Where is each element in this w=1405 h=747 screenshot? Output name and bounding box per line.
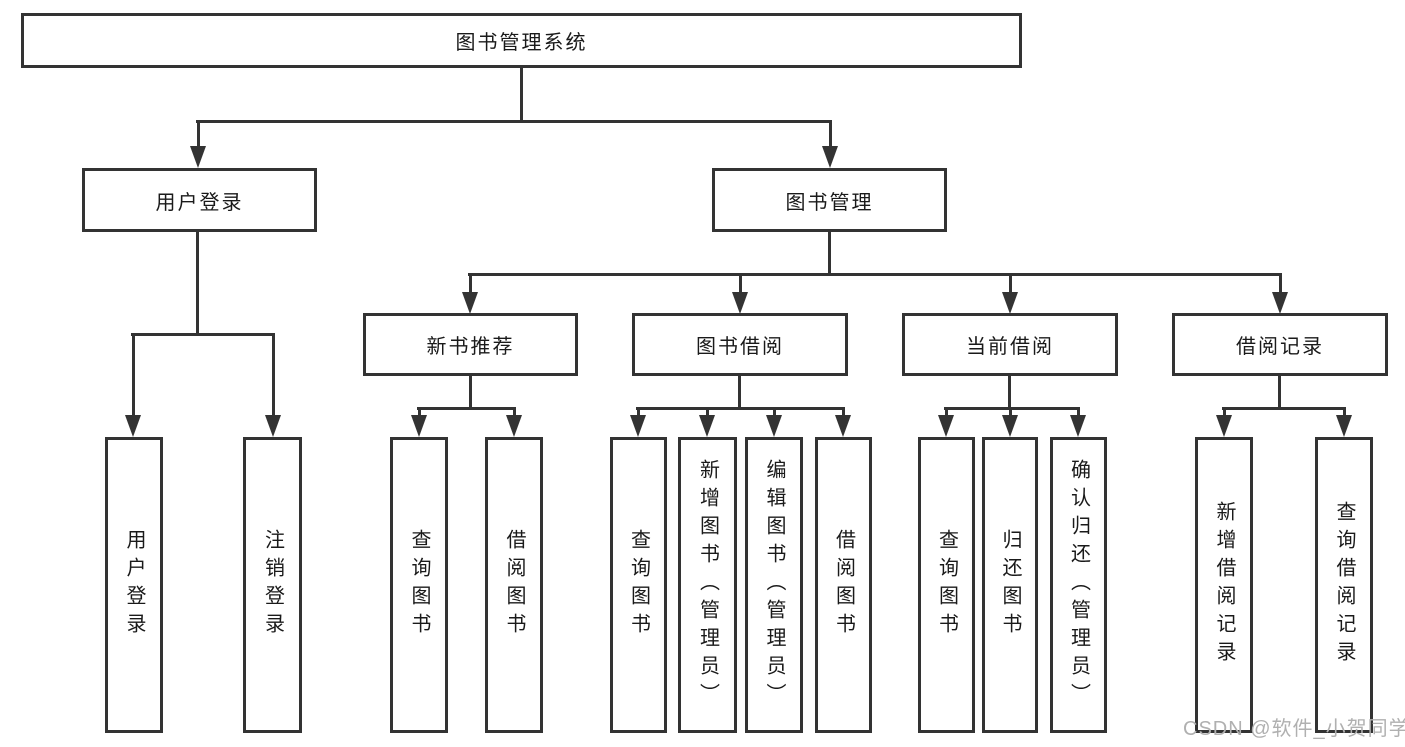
node-borrowing-records-label: 借阅记录 [1236, 336, 1324, 358]
arrow-down-icon [835, 415, 851, 437]
node-book-borrowing-label: 图书借阅 [696, 336, 784, 358]
connector-line [132, 333, 135, 417]
connector-line [1223, 407, 1226, 417]
arrow-down-icon [938, 415, 954, 437]
leaf-edit-books-admin: 编辑图书（管理员） [745, 437, 803, 733]
leaf-confirm-return-admin-label: 确认归还（管理员） [1067, 459, 1090, 711]
node-book-borrowing: 图书借阅 [632, 313, 848, 376]
connector-line [469, 376, 472, 409]
node-borrowing-records: 借阅记录 [1172, 313, 1388, 376]
arrow-down-icon [1002, 415, 1018, 437]
arrow-down-icon [125, 415, 141, 437]
arrow-down-icon [630, 415, 646, 437]
leaf-add-books-admin-label: 新增图书（管理员） [696, 459, 719, 711]
csdn-watermark: CSDN @软件_小贺同学 [1183, 718, 1405, 740]
arrow-down-icon [699, 415, 715, 437]
arrow-down-icon [1070, 415, 1086, 437]
node-new-book-recommend: 新书推荐 [363, 313, 578, 376]
leaf-user-login: 用户登录 [105, 437, 163, 733]
leaf-query-borrow-record-label: 查询借阅记录 [1333, 501, 1355, 669]
connector-line [417, 407, 516, 410]
connector-line [1009, 407, 1012, 417]
leaf-logout-label: 注销登录 [261, 529, 284, 641]
arrow-down-icon [190, 146, 206, 168]
node-current-borrowing: 当前借阅 [902, 313, 1118, 376]
leaf-add-borrow-record-label: 新增借阅记录 [1213, 501, 1235, 669]
node-new-book-recommend-label: 新书推荐 [426, 336, 515, 358]
connector-line [513, 407, 516, 417]
leaf-borrowing-query-books: 查询图书 [610, 437, 667, 733]
connector-line [196, 232, 199, 336]
connector-line [197, 120, 200, 148]
connector-line [739, 273, 742, 295]
connector-line [829, 120, 832, 148]
leaf-recommend-borrow-books: 借阅图书 [485, 437, 543, 733]
node-user-login-label: 用户登录 [155, 191, 244, 214]
arrow-down-icon [462, 292, 478, 314]
leaf-borrowing-borrow-books: 借阅图书 [815, 437, 872, 733]
leaf-borrowing-borrow-books-label: 借阅图书 [832, 529, 855, 641]
connector-line [1343, 407, 1346, 417]
leaf-return-books-label: 归还图书 [999, 529, 1021, 641]
node-book-management-label: 图书管理 [785, 191, 874, 214]
arrow-down-icon [822, 146, 838, 168]
connector-line [637, 407, 640, 417]
connector-line [272, 333, 275, 417]
node-root-system: 图书管理系统 [21, 13, 1022, 68]
leaf-confirm-return-admin: 确认归还（管理员） [1050, 437, 1107, 733]
arrow-down-icon [265, 415, 281, 437]
leaf-edit-books-admin-label: 编辑图书（管理员） [763, 459, 785, 711]
connector-line [418, 407, 421, 417]
leaf-query-borrow-record: 查询借阅记录 [1315, 437, 1373, 733]
connector-line [468, 273, 1282, 276]
leaf-current-query-books-label: 查询图书 [935, 529, 958, 641]
node-current-borrowing-label: 当前借阅 [966, 336, 1054, 358]
leaf-current-query-books: 查询图书 [918, 437, 975, 733]
connector-line [945, 407, 948, 417]
connector-line [828, 232, 831, 275]
leaf-user-login-label: 用户登录 [123, 529, 145, 641]
connector-line [1222, 407, 1346, 410]
connector-line [842, 407, 845, 417]
arrow-down-icon [1216, 415, 1232, 437]
node-user-login: 用户登录 [82, 168, 317, 232]
leaf-borrowing-query-books-label: 查询图书 [627, 529, 650, 641]
leaf-add-borrow-record: 新增借阅记录 [1195, 437, 1253, 733]
arrow-down-icon [1002, 292, 1018, 314]
connector-line [469, 273, 472, 295]
connector-line [196, 120, 832, 123]
leaf-recommend-query-books-label: 查询图书 [408, 529, 430, 641]
leaf-logout: 注销登录 [243, 437, 302, 733]
node-root-label: 图书管理系统 [455, 32, 588, 54]
connector-line [1279, 273, 1282, 295]
connector-line [1009, 273, 1012, 295]
node-book-management: 图书管理 [712, 168, 947, 232]
arrow-down-icon [411, 415, 427, 437]
connector-line [1008, 376, 1011, 409]
arrow-down-icon [506, 415, 522, 437]
connector-line [1278, 376, 1281, 409]
leaf-recommend-borrow-books-label: 借阅图书 [503, 529, 525, 641]
leaf-return-books: 归还图书 [982, 437, 1038, 733]
leaf-recommend-query-books: 查询图书 [390, 437, 448, 733]
connector-line [738, 376, 741, 409]
arrow-down-icon [766, 415, 782, 437]
connector-line [944, 407, 1080, 410]
connector-line [773, 407, 776, 417]
connector-line [131, 333, 275, 336]
arrow-down-icon [1336, 415, 1352, 437]
arrow-down-icon [732, 292, 748, 314]
connector-line [1077, 407, 1080, 417]
leaf-add-books-admin: 新增图书（管理员） [678, 437, 737, 733]
connector-line [706, 407, 709, 417]
connector-line [520, 68, 523, 122]
arrow-down-icon [1272, 292, 1288, 314]
connector-line [636, 407, 845, 410]
